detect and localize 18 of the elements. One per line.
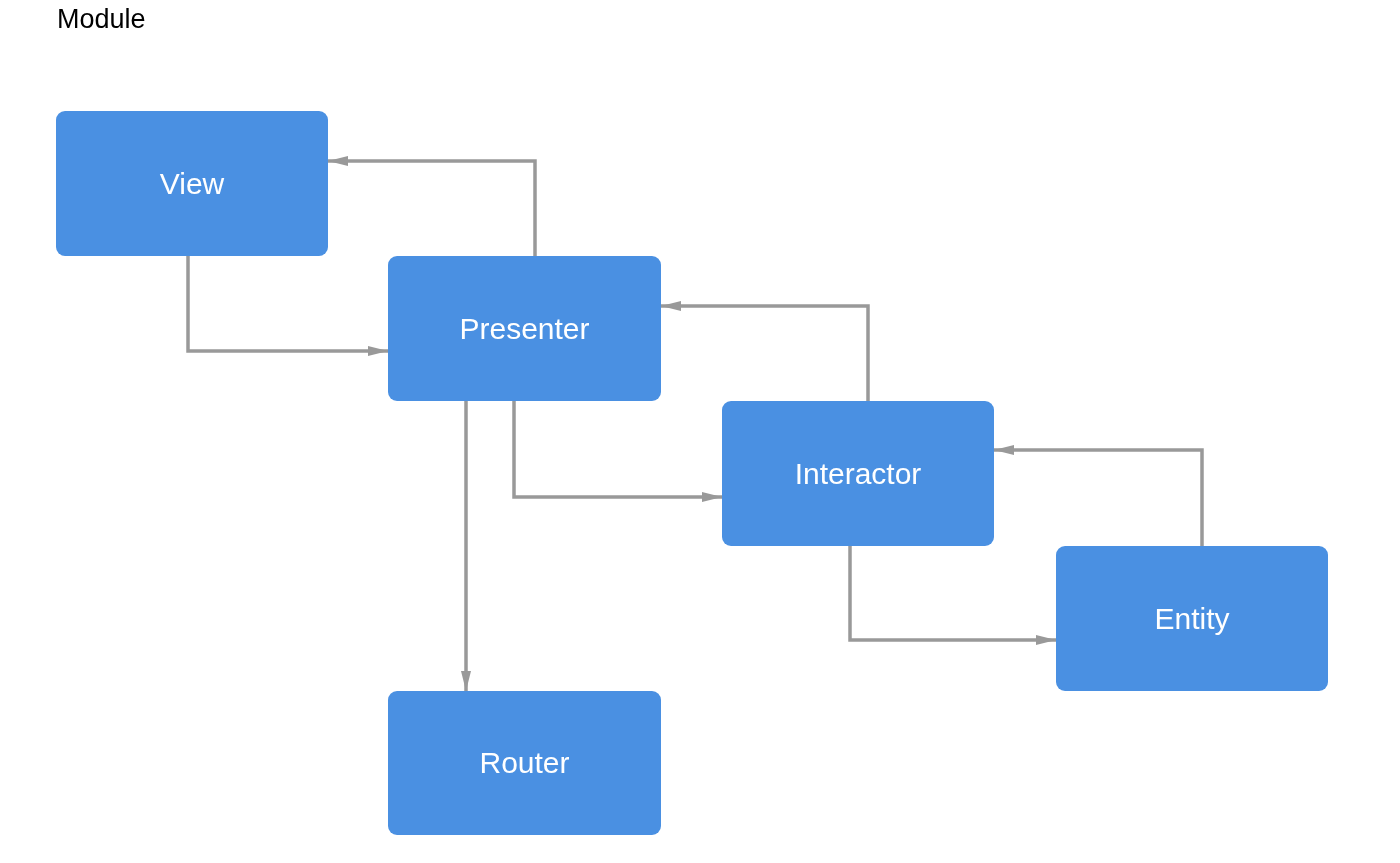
connector-arrow [512,401,722,502]
connector-arrow [461,401,471,691]
connector-arrow [661,301,870,401]
component-box [388,256,661,401]
component-box [388,691,661,835]
box-label: Entity [1154,601,1230,636]
component-box [722,401,994,546]
diagram-title: Module [57,4,146,35]
connector-arrow [328,156,537,256]
box-label: Presenter [459,311,590,346]
connector-arrow [848,546,1056,645]
component-box [56,111,328,256]
box-label: Interactor [794,456,922,491]
box-label: Router [479,746,570,780]
connector-arrow [186,256,388,356]
component-box [1056,546,1328,691]
box-label: View [159,166,225,201]
connector-arrow [994,445,1204,546]
